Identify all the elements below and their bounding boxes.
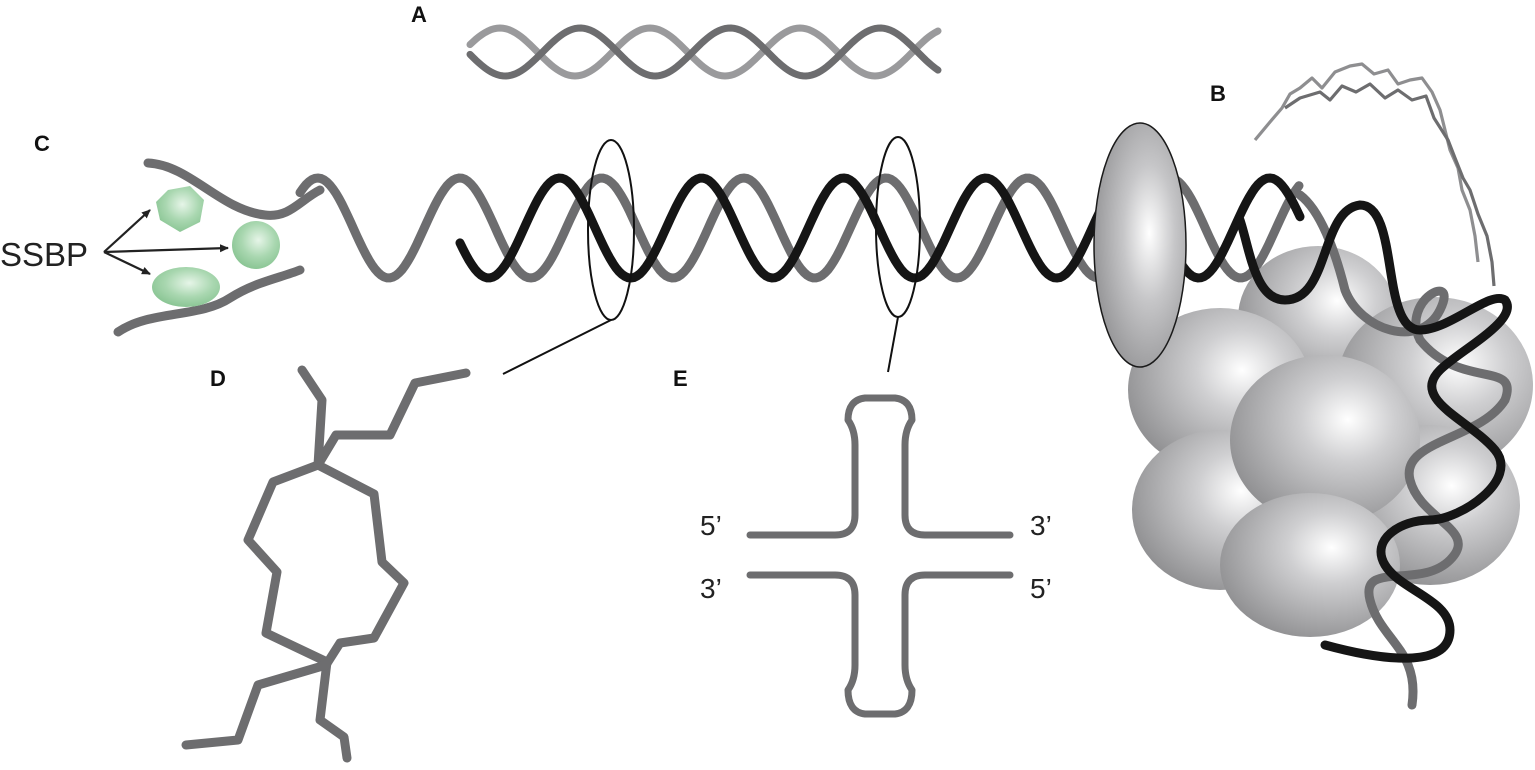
leader-line-d (502, 319, 612, 375)
cruciform-label-top-right: 3’ (1030, 510, 1052, 541)
helix-a-strand-2 (466, 24, 942, 80)
helix-a-strand-1 (466, 24, 942, 80)
ssbp-arrow (103, 244, 229, 254)
cruciform-label-bottom-right: 5’ (1030, 573, 1052, 604)
zigzag-strand-2 (181, 365, 409, 750)
main-helix-frayed-bottom (113, 265, 305, 337)
panel-label-a: A (411, 2, 427, 27)
histone-ball (1220, 493, 1400, 637)
panel-a-double-helix (466, 24, 942, 80)
panel-label-e: E (673, 366, 688, 391)
panel-e-cruciform: 5’ 3’ 3’ 5’ (700, 394, 1052, 718)
panel-b-z-dna (1253, 62, 1496, 287)
panel-label-d: D (210, 366, 226, 391)
panel-d-zigzag-dna (181, 365, 471, 763)
ssbp-protein-round (232, 221, 280, 269)
nucleosome-histone-octamer (1128, 246, 1533, 637)
histone-ball (1230, 355, 1420, 525)
cruciform-label-top-left: 5’ (700, 510, 722, 541)
wrapped-gray-strand (1295, 190, 1512, 710)
ssbp-label: SSBP (0, 236, 88, 273)
panel-label-b: B (1210, 81, 1226, 106)
cruciform-top-arm (746, 394, 1014, 539)
leader-line-e (887, 316, 899, 373)
z-dna-strand-1 (1253, 62, 1480, 263)
ssbp-protein-oval (152, 267, 220, 307)
cruciform-bottom-arm (746, 571, 1014, 718)
ssbp-arrow (103, 251, 151, 275)
ssbp-arrow (103, 209, 151, 253)
wrapped-black-strand (1235, 200, 1512, 663)
main-helix-frayed-top (143, 158, 325, 220)
ssbp-proteins (103, 186, 280, 307)
z-dna-strand-2 (1284, 82, 1496, 287)
ssbp-protein-hexagon (156, 186, 204, 232)
zigzag-strand-1 (243, 368, 471, 763)
panel-label-c: C (34, 131, 50, 156)
protein-disk (1093, 122, 1187, 368)
nucleosome-wrapped-dna (1235, 190, 1512, 710)
cruciform-label-bottom-left: 3’ (700, 573, 722, 604)
